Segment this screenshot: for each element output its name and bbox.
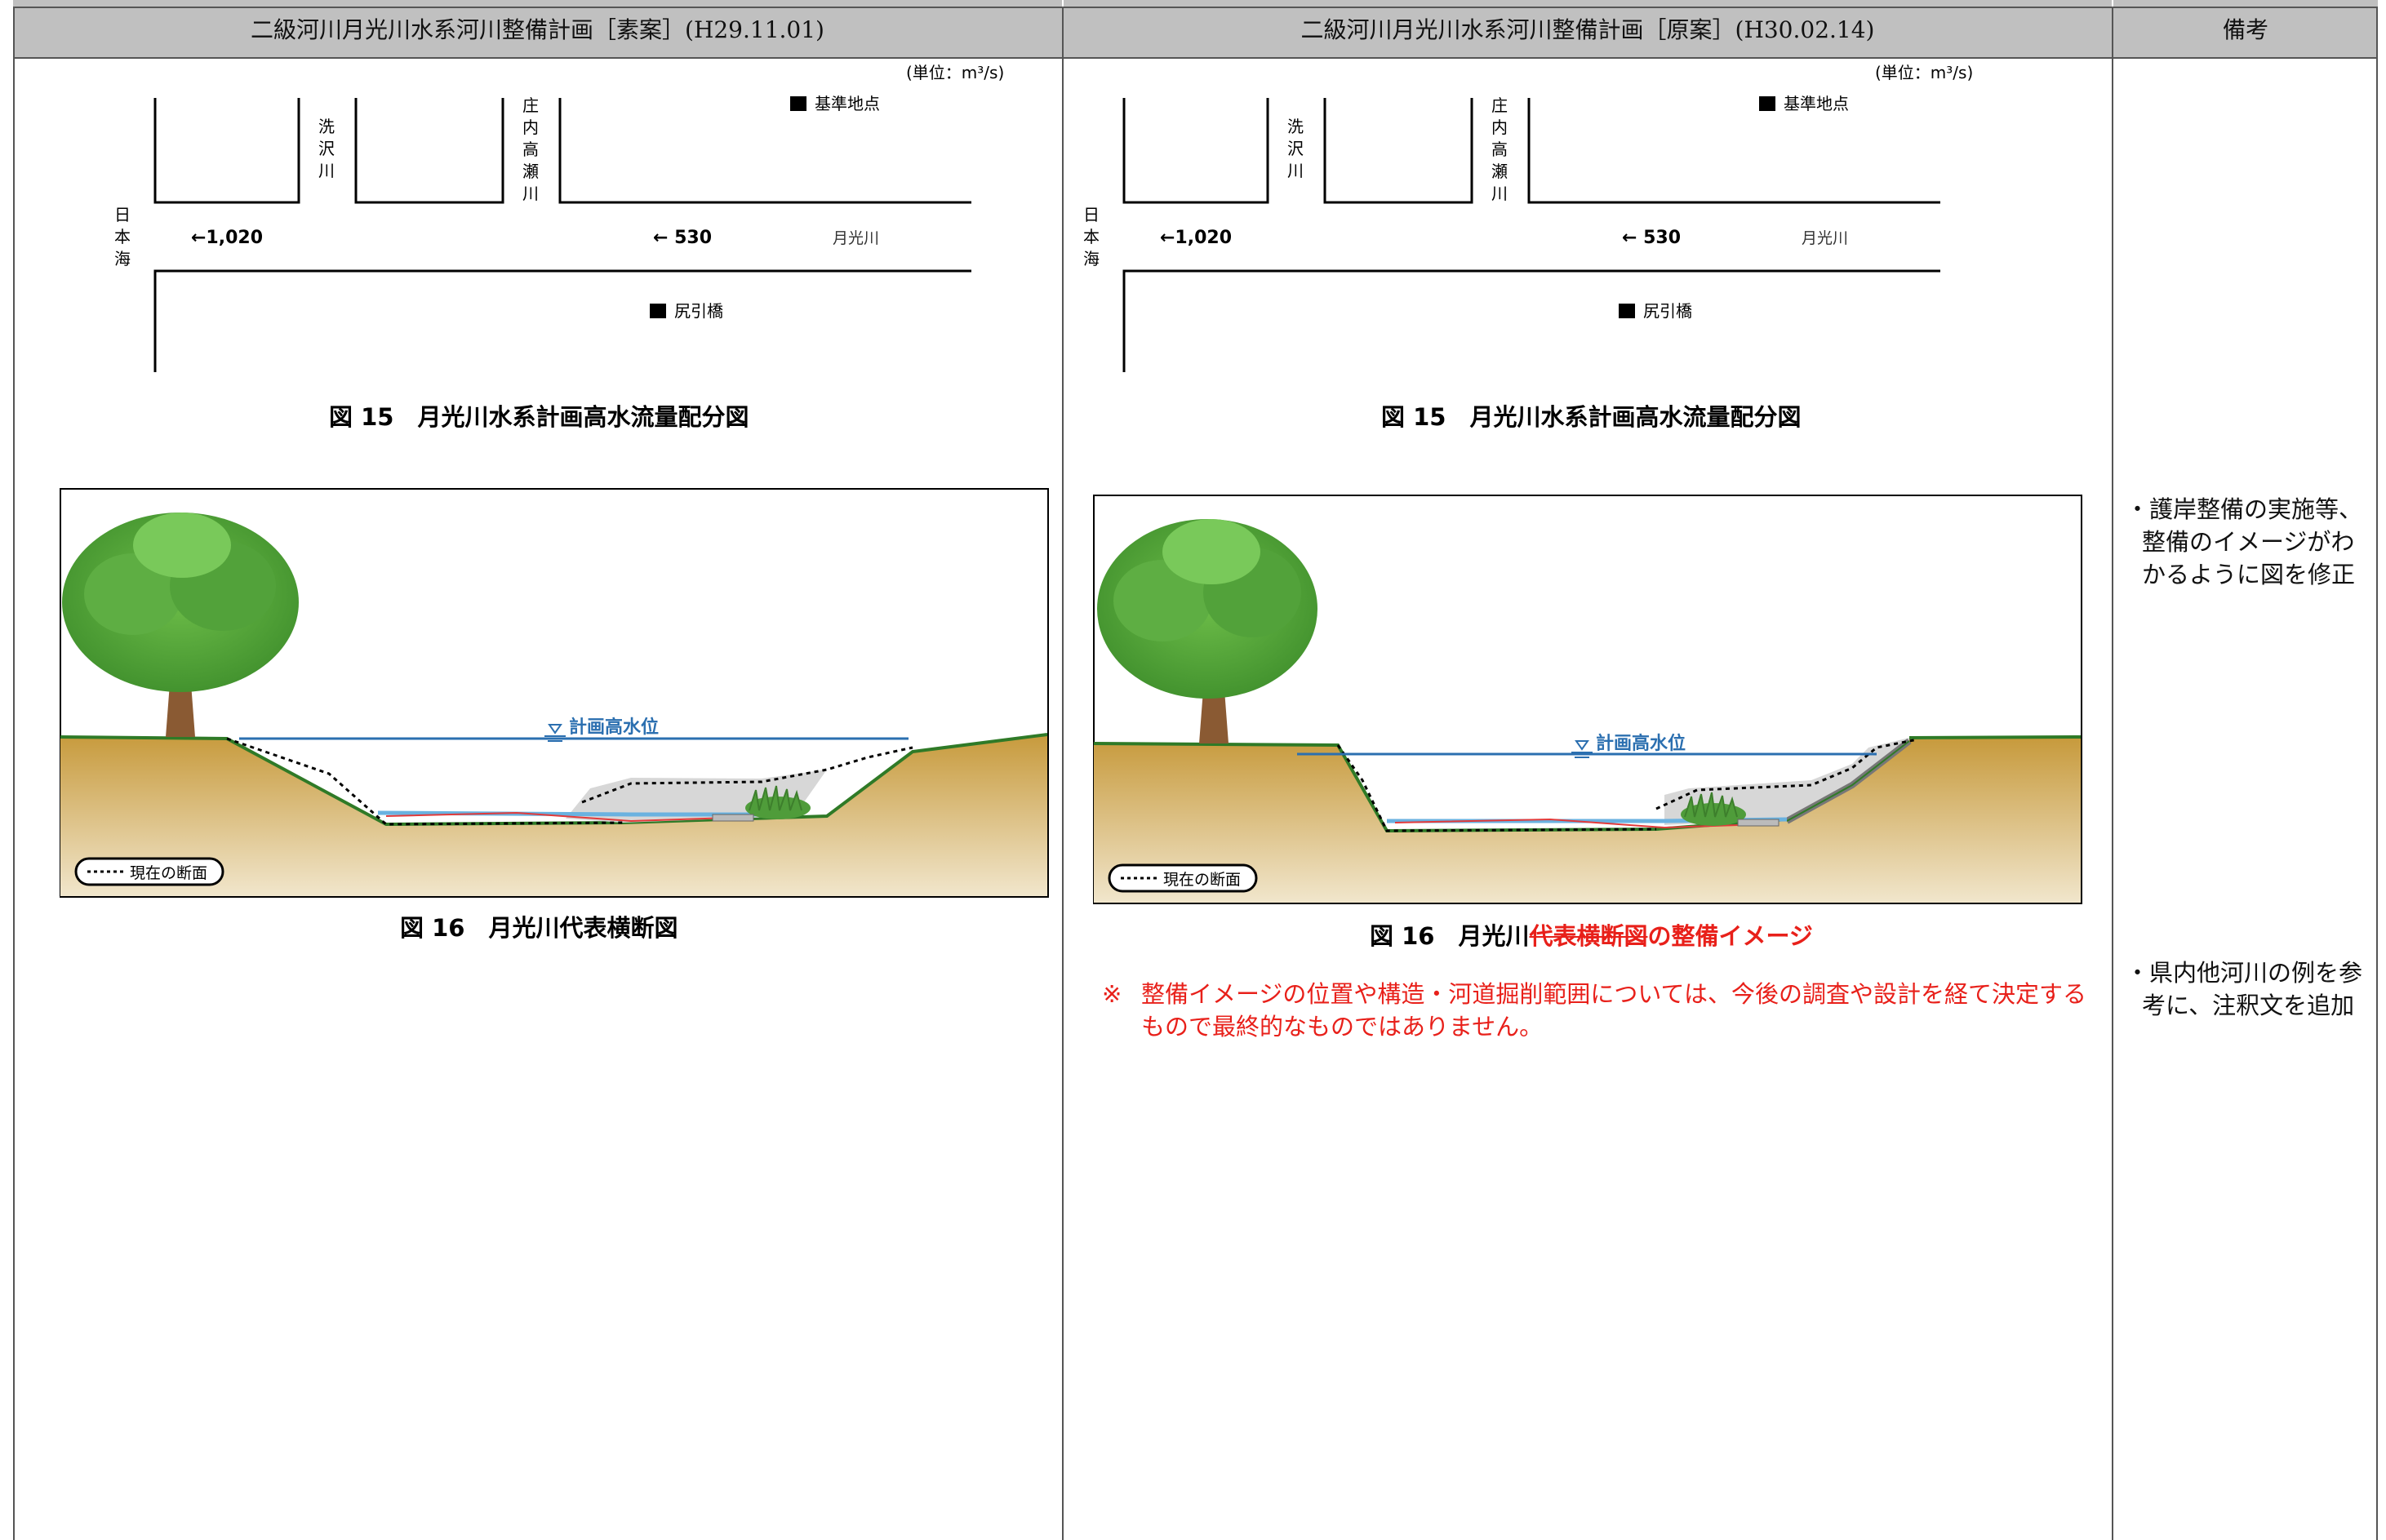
bridge-marker xyxy=(650,304,666,318)
svg-text:沢: 沢 xyxy=(1287,139,1304,158)
arai-river-label: 洗 沢 川 xyxy=(318,117,335,180)
flow-value-downstream: ←1,020 xyxy=(191,228,263,248)
base-point-marker xyxy=(790,96,806,111)
svg-text:川: 川 xyxy=(318,161,335,180)
flow-value-downstream: ←1,020 xyxy=(1160,228,1232,248)
column-divider-2 xyxy=(2112,7,2113,1540)
column-divider-1 xyxy=(1062,7,1064,1540)
table-left-border xyxy=(13,7,15,1540)
unit-label: (単位：m³/s) xyxy=(906,63,1004,82)
svg-text:高: 高 xyxy=(1491,140,1508,159)
hwl-label-left: 計画高水位 xyxy=(569,717,659,738)
disclaimer-line-1: ※整備イメージの位置や構造・河道掘削範囲については、今後の調査や設計を経て決定す… xyxy=(1102,978,2110,1010)
legend-current-section-left: 現在の断面 xyxy=(74,857,224,886)
flow-value-upstream: ← 530 xyxy=(1622,228,1681,248)
flow-diagram-middle: (単位：m³/s) 基準地点 日 本 海 洗 沢 川 庄 内 高 瀬 川 ←1,… xyxy=(1051,57,1981,384)
svg-text:沢: 沢 xyxy=(318,139,335,158)
fig16-caption-deleted-text: 代表横断図 xyxy=(1529,922,1648,950)
flow-diagram-left: (単位：m³/s) 基準地点 日 本 海 洗 沢 川 庄 内 高 瀬 川 ←1,… xyxy=(82,57,1012,384)
fig16-caption-added-text: の整備イメージ xyxy=(1647,922,1813,950)
disclaimer-line-2: もので最終的なものではありません。 xyxy=(1141,1013,1544,1041)
header-middle: 二級河川月光川水系河川整備計画［原案］(H30.02.14) xyxy=(1064,0,2112,57)
hwl-label-middle: 計画高水位 xyxy=(1596,733,1686,754)
tree-illustration xyxy=(1097,519,1317,743)
base-point-marker xyxy=(1759,96,1775,111)
fig16-caption-prefix: 図 16 月光川 xyxy=(1370,922,1530,950)
svg-text:内: 内 xyxy=(522,118,539,137)
header-bottom-border xyxy=(13,57,2378,59)
bridge-marker xyxy=(1619,304,1635,318)
fig15-caption-middle: 図 15 月光川水系計画高水流量配分図 xyxy=(1381,403,1802,431)
sea-label: 日 本 海 xyxy=(114,205,131,269)
disclaimer-note: ※整備イメージの位置や構造・河道掘削範囲については、今後の調査や設計を経て決定す… xyxy=(1102,978,2110,1043)
main-river-label: 月光川 xyxy=(1802,229,1848,247)
svg-text:川: 川 xyxy=(1287,161,1304,180)
grass-patch xyxy=(1681,792,1780,827)
cross-section-middle: 計画高水位 現在の断面 xyxy=(1093,495,2082,904)
shonai-river-label: 庄 内 高 瀬 川 xyxy=(522,95,539,203)
header-left: 二級河川月光川水系河川整備計画［素案］(H29.11.01) xyxy=(13,0,1062,57)
svg-text:高: 高 xyxy=(522,140,539,159)
cross-section-left: 計画高水位 現在の断面 xyxy=(60,488,1049,898)
grass-patch xyxy=(712,785,811,822)
remark-figure-revision: ・護岸整備の実施等、 整備のイメージがわ かるように図を修正 xyxy=(2126,495,2363,588)
svg-text:瀬: 瀬 xyxy=(1491,162,1508,181)
remark-note-added: ・県内他河川の例を参 考に、注釈文を追加 xyxy=(2126,959,2363,1019)
svg-text:海: 海 xyxy=(1083,249,1100,269)
arai-river-label: 洗 沢 川 xyxy=(1287,117,1304,180)
base-point-legend: 基準地点 xyxy=(815,94,880,113)
base-point-legend: 基準地点 xyxy=(1784,94,1849,113)
unit-label: (単位：m³/s) xyxy=(1875,63,1973,82)
note-mark: ※ xyxy=(1102,980,1122,1008)
flow-value-upstream: ← 530 xyxy=(653,228,712,248)
table-top-border xyxy=(13,7,2378,8)
svg-text:日: 日 xyxy=(114,205,131,224)
svg-text:本: 本 xyxy=(114,227,131,246)
sea-label: 日 本 海 xyxy=(1083,205,1100,269)
svg-text:海: 海 xyxy=(114,249,131,269)
svg-text:川: 川 xyxy=(522,184,539,203)
bridge-label: 尻引橋 xyxy=(674,301,723,321)
tree-illustration xyxy=(62,513,299,737)
svg-text:川: 川 xyxy=(1491,184,1508,203)
svg-text:庄: 庄 xyxy=(1491,95,1508,115)
svg-text:洗: 洗 xyxy=(318,117,335,136)
fig15-caption-left: 図 15 月光川水系計画高水流量配分図 xyxy=(329,403,749,431)
bridge-label: 尻引橋 xyxy=(1643,301,1692,321)
svg-text:現在の断面: 現在の断面 xyxy=(130,864,207,882)
svg-text:洗: 洗 xyxy=(1287,117,1304,136)
header-remarks: 備考 xyxy=(2113,0,2378,57)
legend-current-section-middle: 現在の断面 xyxy=(1108,863,1258,893)
svg-text:内: 内 xyxy=(1491,118,1508,137)
svg-text:庄: 庄 xyxy=(522,95,539,115)
svg-text:瀬: 瀬 xyxy=(522,162,539,181)
main-river-label: 月光川 xyxy=(833,229,879,247)
svg-text:日: 日 xyxy=(1083,205,1100,224)
fig16-caption-middle: 図 16 月光川代表横断図の整備イメージ xyxy=(1370,917,1813,952)
fig16-caption-left: 図 16 月光川代表横断図 xyxy=(400,914,678,942)
svg-text:本: 本 xyxy=(1083,227,1100,246)
table-right-border xyxy=(2376,7,2378,1540)
svg-text:現在の断面: 現在の断面 xyxy=(1163,871,1241,889)
shonai-river-label: 庄 内 高 瀬 川 xyxy=(1491,95,1508,203)
